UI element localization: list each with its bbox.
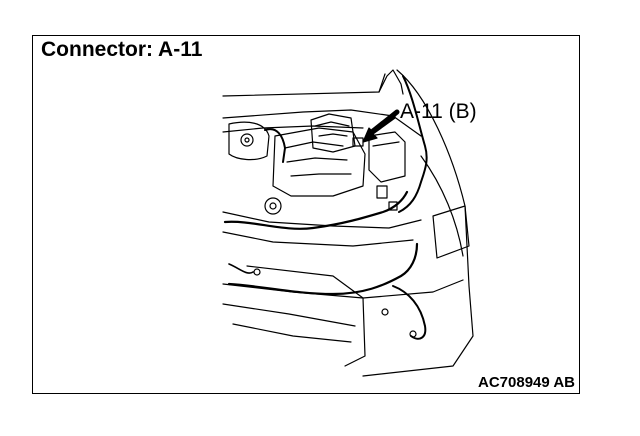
arrow-pointer-icon xyxy=(362,109,400,143)
engine-bay-illustration xyxy=(222,69,474,377)
headlight-outline xyxy=(432,205,470,259)
fender-outline xyxy=(362,69,474,377)
connector-callout-label: A-11 (B) xyxy=(400,100,477,123)
figure-code: AC708949 AB xyxy=(478,374,575,391)
fender-inner xyxy=(420,155,464,257)
relay-box xyxy=(310,113,356,153)
battery xyxy=(368,131,406,183)
figure-frame: Connector: A-11 A-11 (B) AC708949 AB xyxy=(32,35,580,394)
radiator-support xyxy=(222,211,422,229)
engine-bay-edge xyxy=(222,109,422,137)
engine-block xyxy=(272,127,366,197)
strut-tower xyxy=(228,121,270,161)
hood-edge xyxy=(378,73,386,93)
hood-outline xyxy=(222,69,404,97)
page-title: Connector: A-11 xyxy=(41,38,203,61)
